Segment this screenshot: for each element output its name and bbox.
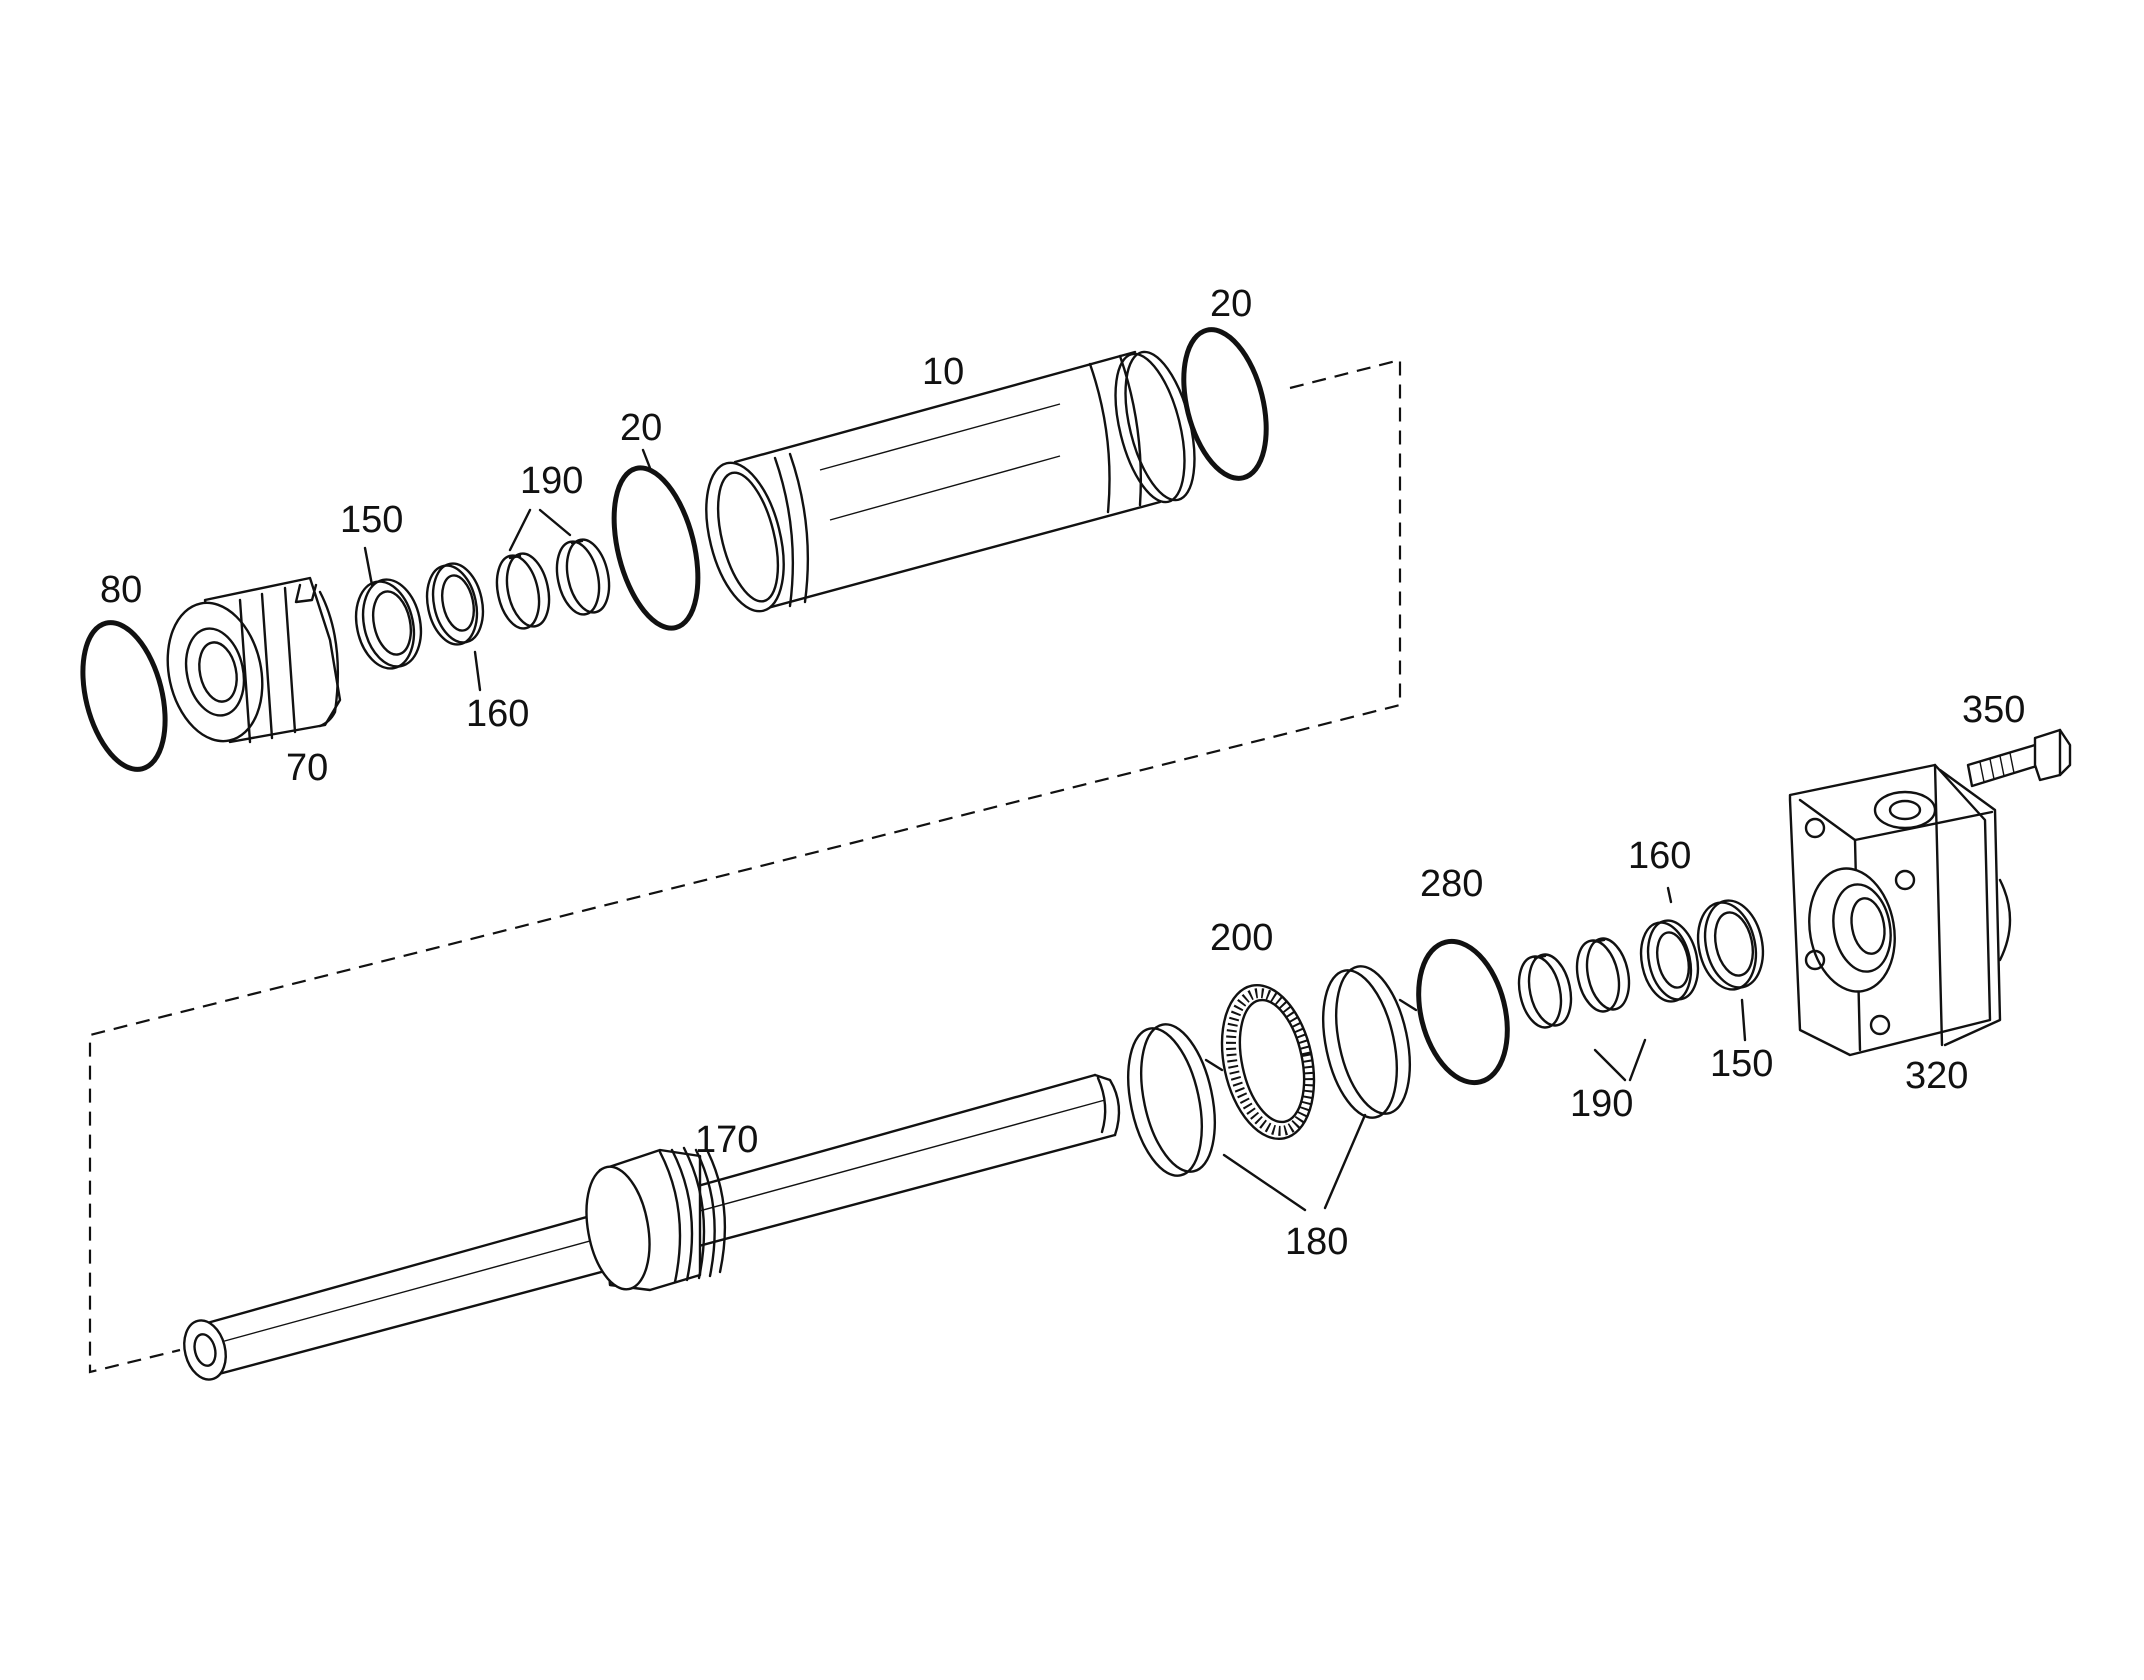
assembly-guide-dashed-line	[88, 358, 1402, 1374]
part-190-guide-rings-bottom	[1517, 937, 1631, 1029]
part-150-wiper-top	[354, 578, 423, 670]
part-170-piston-rod	[183, 1073, 1121, 1381]
label-190-bottom: 190	[1570, 1083, 1633, 1125]
part-160-seal-top	[425, 562, 485, 646]
part-160-seal-bottom	[1639, 919, 1700, 1003]
label-150-bottom: 150	[1710, 1043, 1773, 1085]
label-280: 280	[1420, 863, 1483, 905]
part-320-end-cap	[1788, 763, 2012, 1057]
part-350-bolt	[1966, 728, 2072, 788]
part-200-backup-ring	[1220, 983, 1316, 1141]
label-190-top: 190	[520, 460, 583, 502]
label-80: 80	[100, 569, 142, 611]
label-70: 70	[286, 747, 328, 789]
label-160-bottom: 160	[1628, 835, 1691, 877]
label-20-a: 20	[620, 407, 662, 449]
part-10-cylinder-tube	[705, 350, 1196, 613]
leader-lines	[363, 448, 1747, 1212]
label-180: 180	[1285, 1221, 1348, 1263]
label-200: 200	[1210, 917, 1273, 959]
label-160-top: 160	[466, 693, 529, 735]
part-70-gland	[166, 576, 342, 744]
label-10: 10	[922, 351, 964, 393]
label-320: 320	[1905, 1055, 1968, 1097]
label-170: 170	[695, 1119, 758, 1161]
label-150-top: 150	[340, 499, 403, 541]
part-190-guide-rings-top	[495, 538, 611, 630]
part-20-o-ring-a	[611, 465, 701, 631]
part-280-o-ring	[1416, 938, 1510, 1086]
part-80-o-ring	[80, 620, 168, 772]
label-20-b: 20	[1210, 283, 1252, 325]
label-350: 350	[1962, 689, 2025, 731]
part-20-o-ring-b	[1181, 327, 1269, 481]
part-150-wiper-bottom	[1696, 899, 1765, 991]
part-180-split-rings	[1127, 965, 1418, 1177]
